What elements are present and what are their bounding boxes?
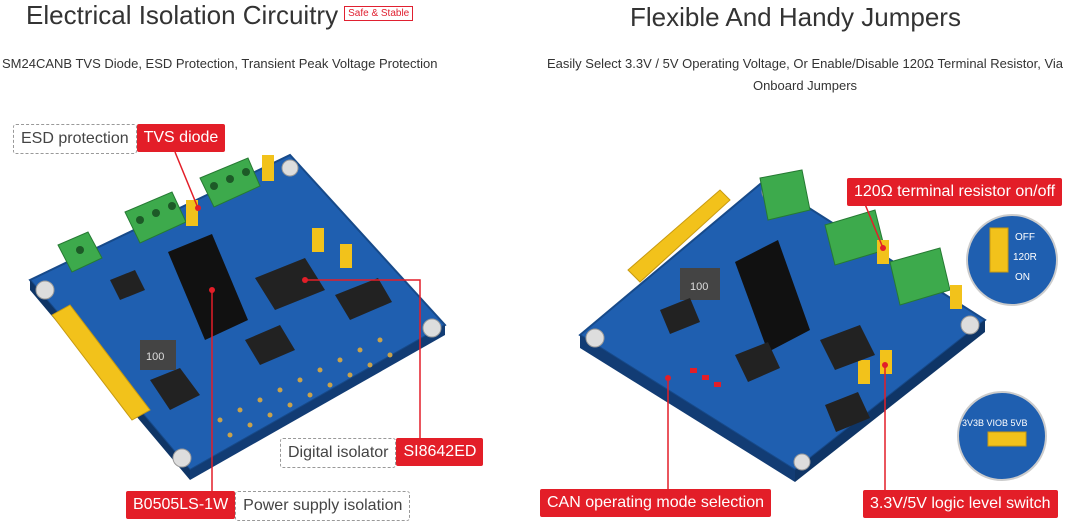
gpio-header bbox=[627, 189, 731, 283]
inductor-icon bbox=[680, 268, 720, 300]
isolation-board-illustration: 100 bbox=[28, 151, 447, 492]
si8642ed-label: SI8642ED bbox=[396, 438, 484, 466]
digital-isolator-callout: Digital isolator SI8642ED bbox=[280, 438, 484, 468]
mount-hole-icon bbox=[960, 315, 980, 335]
mode-jumper-icon bbox=[690, 368, 697, 373]
left-title-text: Electrical Isolation Circuitry bbox=[26, 0, 339, 30]
pcb-edge-right bbox=[795, 320, 985, 482]
isolator-chip-icon bbox=[255, 258, 325, 310]
chip-icon bbox=[820, 325, 875, 370]
b0505ls-label: B0505LS-1W bbox=[126, 491, 236, 519]
mount-hole-icon bbox=[281, 159, 299, 177]
jumper-icon bbox=[950, 285, 962, 309]
terminal-block-icon bbox=[759, 169, 811, 221]
right-subtitle: Easily Select 3.3V / 5V Operating Voltag… bbox=[530, 53, 1080, 97]
right-subtitle-line2: Onboard Jumpers bbox=[752, 78, 858, 93]
isolation-module-icon bbox=[168, 234, 248, 340]
terminal-resistor-callout: 120Ω terminal resistor on/off bbox=[847, 178, 1063, 206]
esd-tvs-callout: ESD protection TVS diode bbox=[13, 124, 226, 154]
logic-level-label: 3.3V/5V logic level switch bbox=[863, 490, 1058, 518]
inset-off-label: OFF bbox=[1015, 232, 1035, 243]
left-title: Electrical Isolation Circuitry Safe & Sta… bbox=[26, 0, 414, 31]
terminal-resistor-label: 120Ω terminal resistor on/off bbox=[847, 178, 1063, 206]
esd-protection-label: ESD protection bbox=[13, 124, 137, 154]
jumper-board-illustration: 100 OFF 120R ON 3V3B VIOB 5VB bbox=[578, 169, 1058, 490]
logic-jumper-inset: 3V3B VIOB 5VB bbox=[957, 391, 1047, 481]
right-panel: Flexible And Handy Jumpers Easily Select… bbox=[540, 0, 1080, 523]
mount-hole-icon bbox=[422, 318, 442, 338]
mount-hole-icon bbox=[793, 453, 811, 471]
terminal-jumper-icon bbox=[877, 240, 889, 264]
pcb-edge bbox=[580, 335, 795, 482]
inset-120r-label: 120R bbox=[1013, 252, 1037, 263]
mount-hole-icon bbox=[172, 448, 192, 468]
pcb-edge bbox=[190, 325, 445, 480]
power-supply-isolation-label: Power supply isolation bbox=[235, 491, 411, 521]
header-holes bbox=[217, 337, 393, 438]
gpio-header bbox=[51, 304, 151, 421]
mode-jumper-icon bbox=[714, 382, 721, 387]
inductor-marking: 100 bbox=[690, 281, 708, 293]
chip-icon bbox=[335, 278, 392, 320]
can-mode-label: CAN operating mode selection bbox=[540, 489, 772, 517]
inset-on-label: ON bbox=[1015, 272, 1030, 283]
inductor-icon bbox=[140, 340, 176, 370]
safe-stable-badge: Safe & Stable bbox=[344, 5, 414, 21]
logic-jumper-icon bbox=[858, 360, 870, 384]
logic-jumper-icon bbox=[880, 350, 892, 374]
jumper-icon bbox=[186, 200, 198, 226]
chip-icon bbox=[245, 325, 295, 365]
right-subtitle-line1: Easily Select 3.3V / 5V Operating Voltag… bbox=[546, 56, 1064, 71]
mount-hole-icon bbox=[585, 328, 605, 348]
power-isolation-callout: B0505LS-1W Power supply isolation bbox=[126, 491, 411, 521]
left-subtitle: SM24CANB TVS Diode, ESD Protection, Tran… bbox=[2, 56, 438, 71]
mount-hole-icon bbox=[35, 280, 55, 300]
can-mode-callout: CAN operating mode selection bbox=[540, 489, 772, 517]
jumper-icon bbox=[262, 155, 274, 181]
chip-icon bbox=[150, 368, 200, 410]
left-panel: Electrical Isolation Circuitry Safe & Sta… bbox=[2, 0, 484, 521]
tvs-diode-label: TVS diode bbox=[136, 124, 226, 152]
chip-icon bbox=[110, 270, 145, 300]
chip-icon bbox=[735, 342, 780, 382]
leader-lines bbox=[174, 151, 421, 492]
mode-jumper-icon bbox=[702, 375, 709, 380]
jumper-icon bbox=[340, 244, 352, 268]
inductor-marking: 100 bbox=[146, 351, 164, 363]
right-title: Flexible And Handy Jumpers bbox=[630, 2, 961, 32]
jumper-icon bbox=[312, 228, 324, 252]
inset-voltage-labels: 3V3B VIOB 5VB bbox=[962, 418, 1028, 428]
digital-isolator-label: Digital isolator bbox=[280, 438, 397, 468]
isolation-module-icon bbox=[735, 240, 810, 352]
terminal-jumper-inset: OFF 120R ON bbox=[966, 214, 1058, 306]
chip-icon bbox=[825, 392, 870, 432]
logic-level-callout: 3.3V/5V logic level switch bbox=[863, 490, 1058, 518]
chip-icon bbox=[660, 298, 700, 334]
